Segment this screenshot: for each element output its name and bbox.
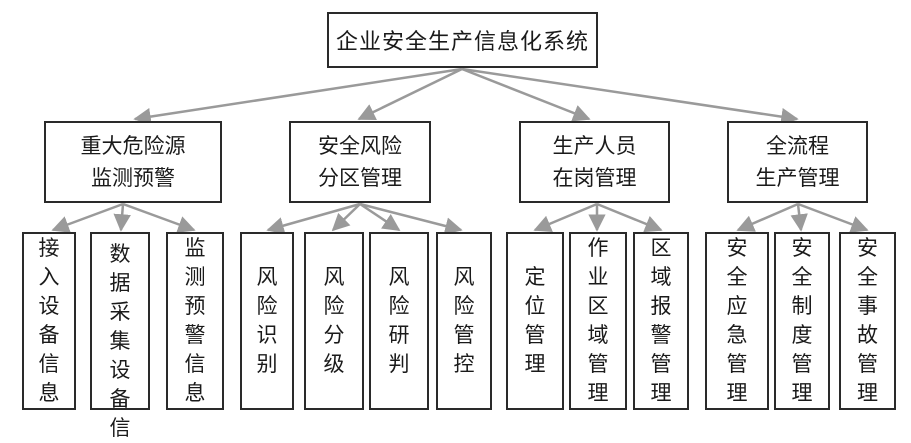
leaf-node-risk-control: 风险管控 [436, 232, 492, 410]
leaf-label: 安全应急管理 [726, 236, 748, 405]
leaf-node-accident-management: 安全事故管理 [839, 232, 896, 410]
leaf-node-risk-identification: 风险识别 [240, 232, 294, 410]
category-node-risk-zoning: 安全风险 分区管理 [289, 121, 431, 203]
category-label-line1: 重大危险源 [80, 134, 186, 158]
category-node-personnel-on-duty: 生产人员 在岗管理 [519, 121, 670, 203]
arrow-cat4-to-leaf-1 [736, 202, 799, 232]
leaf-label: 风险研判 [388, 265, 410, 376]
arrow-root-to-cat-4 [461, 67, 799, 126]
category-label-line2: 分区管理 [318, 166, 402, 190]
leaf-label: 安全制度管理 [791, 236, 813, 405]
leaf-label: 区域报警管理 [650, 236, 672, 405]
arrow-cat3-to-leaf-1 [533, 202, 598, 232]
leaf-node-monitoring-warning-info: 监测预警信息 [166, 232, 224, 410]
arrow-root-to-cat-3 [461, 67, 591, 122]
leaf-node-risk-grading: 风险分级 [304, 232, 364, 410]
leaf-label: 数据采集设备信 [109, 242, 131, 440]
arrow-root-to-cat-1 [133, 67, 463, 126]
category-label-line2: 生产管理 [755, 166, 840, 190]
leaf-node-positioning-management: 定位管理 [506, 232, 564, 410]
arrow-cat1-to-leaf-1 [51, 202, 124, 233]
category-label-line1: 生产人员 [552, 134, 637, 158]
arrow-cat1-to-leaf-2 [113, 203, 131, 232]
category-node-hazard-monitoring: 重大危险源 监测预警 [44, 121, 222, 203]
leaf-label: 接入设备信息 [38, 236, 60, 405]
leaf-label: 风险分级 [323, 265, 345, 376]
leaf-label: 作业区域管理 [587, 236, 609, 405]
leaf-node-safety-policy-management: 安全制度管理 [774, 232, 830, 410]
root-label: 企业安全生产信息化系统 [335, 30, 589, 55]
leaf-node-area-alarm-management: 区域报警管理 [633, 232, 689, 410]
root-node: 企业安全生产信息化系统 [327, 12, 598, 68]
arrow-cat4-to-leaf-2 [790, 203, 808, 232]
arrow-cat2-to-leaf-1 [266, 202, 361, 235]
leaf-label: 监测预警信息 [184, 236, 206, 405]
leaf-label: 风险识别 [256, 265, 278, 376]
leaf-node-access-device-info: 接入设备信息 [22, 232, 76, 410]
leaf-node-emergency-management: 安全应急管理 [705, 232, 769, 410]
leaf-label: 定位管理 [524, 265, 546, 376]
arrow-cat2-to-leaf-2 [331, 203, 361, 232]
leaf-label: 风险管控 [453, 265, 475, 376]
arrow-cat2-to-leaf-4 [359, 202, 463, 235]
category-label-line2: 监测预警 [91, 166, 175, 190]
category-label-line1: 全流程 [766, 134, 829, 158]
arrow-cat4-to-leaf-3 [797, 202, 869, 233]
leaf-node-work-area-management: 作业区域管理 [569, 232, 627, 410]
leaf-node-risk-assessment: 风险研判 [369, 232, 429, 410]
org-chart: 企业安全生产信息化系统 重大危险源 监测预警 安全风险 分区管理 生产人员 在岗… [22, 12, 896, 440]
category-label-line2: 在岗管理 [552, 166, 637, 190]
arrow-cat2-to-leaf-3 [359, 202, 401, 232]
category-label-line1: 安全风险 [318, 134, 402, 158]
arrow-cat3-to-leaf-3 [596, 202, 663, 233]
arrow-cat1-to-leaf-3 [122, 202, 196, 233]
arrow-root-to-cat-2 [357, 67, 463, 121]
leaf-label: 安全事故管理 [857, 236, 878, 405]
category-node-full-process: 全流程 生产管理 [727, 121, 868, 203]
leaf-node-data-collection-device: 数据采集设备信 [90, 232, 150, 440]
